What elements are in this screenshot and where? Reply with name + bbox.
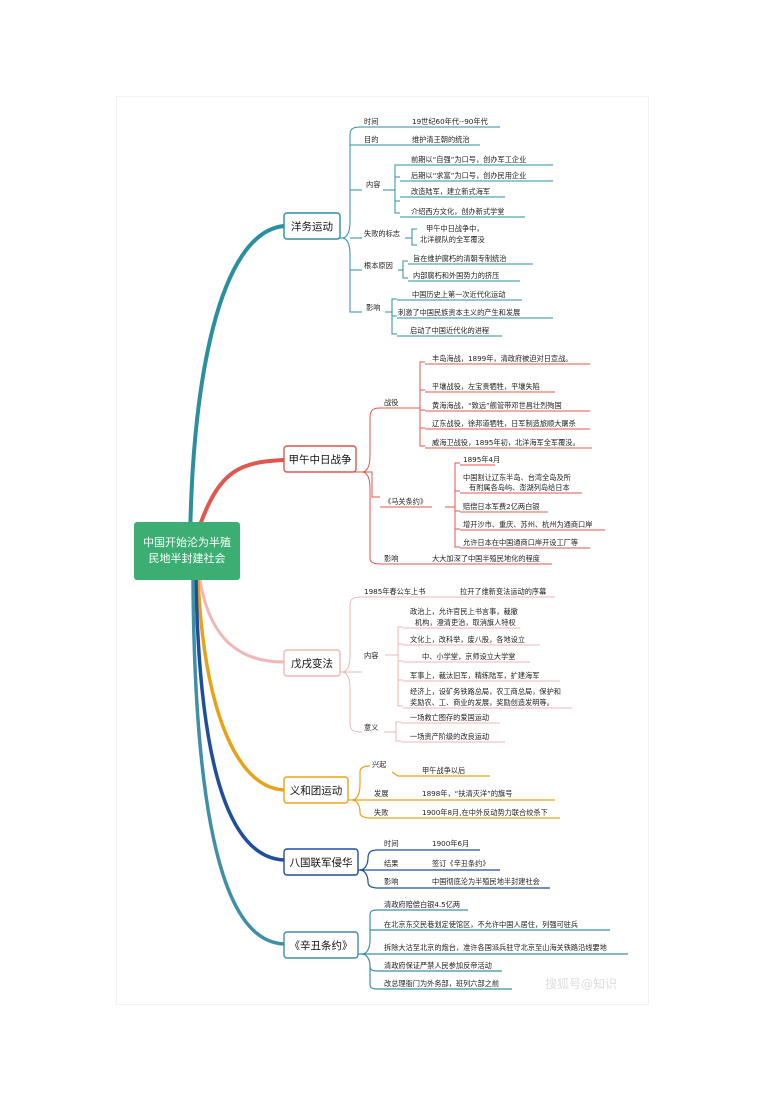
jiawu-treaty-label: 《马关条约》 [384, 497, 427, 506]
xinchou-item-2: 在北京东交民巷划定使馆区，不允许中国人居住，列强可驻兵 [384, 920, 578, 929]
wuxu-content-3: 文化上，改科举，废八股，各地设立 [410, 635, 525, 644]
baguo-time-value: 1900年6月 [432, 839, 469, 848]
yangwu-content-3: 改造陆军，建立新式海军 [411, 187, 490, 196]
connector-xinchou [191, 579, 285, 946]
node-wuxu [283, 649, 341, 677]
jiawu-treaty-2: 中国割让辽东半岛、台湾全岛及所 [463, 473, 571, 482]
xinchou-item-4: 清政府保证严禁人民参加反帝活动 [384, 961, 492, 970]
node-jiawu-label: 甲午中日战争 [289, 453, 352, 466]
yihe-fail-label: 失败 [374, 808, 388, 817]
yihe-fail-value: 1900年8月,在中外反动势力联合绞杀下 [422, 808, 548, 817]
jiawu-battle-3: 黄海海战，“致远”舰管带邓世昌壮烈殉国 [432, 401, 562, 410]
jiawu-battle-5: 威海卫战役，1895年初，北洋海军全军覆没。 [432, 438, 580, 447]
wuxu-content-5: 军事上，裁汰旧军，精练陆军，扩建海军 [410, 671, 539, 680]
jiawu-treaty-4: 赔偿日本军费2亿两白银 [463, 502, 539, 511]
jiawu-battle-4: 辽东战役，徐邦道牺牲，日军制造旅顺大屠杀 [432, 419, 576, 428]
node-baguo [283, 848, 359, 876]
wuxu-meaning-1: 一场救亡图存的爱国运动 [410, 713, 489, 722]
wuxu-content-4: 中、小学堂，京师设立大学堂 [422, 652, 515, 661]
connector-wuxu [198, 579, 285, 664]
branch-yihe [285, 765, 560, 819]
branch-jiawu [285, 361, 605, 565]
root-node [134, 522, 240, 580]
yangwu-content-label: 内容 [366, 180, 380, 189]
baguo-impact-label: 影响 [384, 877, 398, 886]
yangwu-impact-2: 刺激了中国民族资本主义的产生和发展 [398, 308, 520, 317]
yangwu-purpose-value: 维护清王朝的统治 [412, 135, 470, 144]
node-xinchou-label: 《辛丑条约》 [290, 939, 353, 952]
yangwu-cause-label: 根本原因 [364, 261, 393, 270]
baguo-result-value: 签订《辛丑条约》 [432, 859, 490, 868]
node-yangwu [283, 212, 341, 240]
yangwu-failure-2: 北洋舰队的全军覆没 [420, 235, 485, 244]
yangwu-impact-3: 启动了中国近代化的进程 [410, 326, 489, 335]
jiawu-impact-label: 影响 [384, 554, 398, 563]
yihe-develop-value: 1898年，“扶清灭洋”的旗号 [422, 789, 512, 798]
wuxu-content-7: 奖励农、工、商业的发展，奖励创造发明等。 [410, 698, 554, 707]
wuxu-content-1: 政治上，允许官民上书言事，裁撤 [410, 607, 518, 616]
jiawu-battles-label: 战役 [384, 398, 398, 407]
root-line-1: 中国开始沦为半殖 [143, 535, 231, 549]
baguo-result-label: 结果 [384, 859, 398, 868]
yihe-develop-label: 发展 [374, 789, 388, 798]
branch-wuxu [285, 596, 572, 743]
yangwu-impact-1: 中国历史上第一次近代化运动 [412, 290, 505, 299]
yangwu-content-4: 介绍西方文化，创办新式学堂 [411, 207, 504, 216]
jiawu-treaty-5: 增开沙市、重庆、苏州、杭州为通商口岸 [463, 520, 592, 529]
xinchou-item-3: 拆除大沽至北京的炮台，准许各国派兵驻守北京至山海关铁路沿线要地 [384, 943, 607, 952]
node-xinchou [283, 931, 359, 959]
node-yihe [283, 776, 349, 804]
xinchou-item-5: 改总理衙门为外务部，班列六部之前 [384, 979, 499, 988]
node-wuxu-label: 戊戌变法 [291, 657, 333, 670]
connector-jiawu [198, 458, 285, 526]
node-baguo-label: 八国联军侵华 [290, 856, 353, 869]
branch-xinchou [285, 909, 628, 990]
yihe-rise-value: 甲午战争以后 [422, 766, 465, 775]
jiawu-treaty-1: 1895年4月 [463, 455, 500, 464]
yangwu-time-label: 时间 [364, 117, 378, 126]
node-jiawu [283, 445, 357, 473]
yangwu-failure-1: 甲午中日战争中， [426, 224, 484, 233]
yangwu-failure-label: 失败的标志 [364, 229, 400, 238]
connector-yangwu [188, 224, 285, 561]
yangwu-content-2: 后期以“求富”为口号，创办民用企业 [411, 171, 526, 180]
yangwu-cause-1: 旨在维护腐朽的清朝专制统治 [413, 254, 506, 263]
watermark: 搜狐号@知识 [545, 976, 617, 991]
yangwu-impact-label: 影响 [366, 303, 380, 312]
mind-map-canvas: 中国开始沦为半殖 民地半封建社会 洋务运动 时间 目的 内容 失败的标志 根本原… [117, 97, 648, 1004]
baguo-time-label: 时间 [384, 839, 398, 848]
connector-yihe [196, 579, 285, 792]
wuxu-meaning-label: 意义 [364, 723, 378, 732]
root-line-2: 民地半封建社会 [149, 551, 226, 565]
yangwu-time-value: 19世纪60年代--90年代 [412, 117, 488, 126]
jiawu-treaty-3: 有附属各岛屿、澎湖列岛给日本 [469, 483, 570, 492]
yangwu-purpose-label: 目的 [364, 135, 378, 144]
baguo-impact-value: 中国彻底沦为半殖民地半封建社会 [432, 877, 540, 886]
node-yihe-label: 义和团运动 [290, 785, 343, 797]
mind-map: 中国开始沦为半殖 民地半封建社会 洋务运动 时间 目的 内容 失败的标志 根本原… [134, 117, 628, 991]
wuxu-content-6: 经济上，设矿务铁路总局，农工商总局，保护和 [410, 687, 561, 696]
jiawu-impact-value: 大大加深了中国半殖民地化的程度 [432, 554, 540, 563]
jiawu-treaty-6: 允许日本在中国通商口岸开设工厂等 [463, 538, 578, 547]
yihe-rise-label: 兴起 [372, 760, 386, 769]
xinchou-item-1: 清政府赔偿白银4.5亿两 [384, 900, 460, 909]
wuxu-content-2: 机构，澄清吏治，取消旗人特权 [415, 618, 516, 627]
connector-baguo [194, 579, 285, 862]
branch-yangwu [285, 126, 553, 337]
wuxu-start-label: 1985年春公车上书 [364, 587, 425, 596]
wuxu-start-value: 拉开了维新变法运动的序幕 [460, 587, 546, 596]
wuxu-meaning-2: 一场资产阶级的改良运动 [410, 732, 489, 741]
yangwu-cause-2: 内部腐朽和外国势力的挤压 [413, 271, 499, 280]
node-yangwu-label: 洋务运动 [291, 220, 333, 233]
jiawu-battle-1: 丰岛海战，1899年，清政府被迫对日宣战。 [432, 354, 572, 363]
yangwu-content-1: 前期以“自强”为口号，创办军工企业 [411, 155, 526, 164]
jiawu-battle-2: 平壤战役，左宝贵牺牲，平壤失陷 [432, 382, 540, 391]
wuxu-content-label: 内容 [364, 651, 378, 660]
